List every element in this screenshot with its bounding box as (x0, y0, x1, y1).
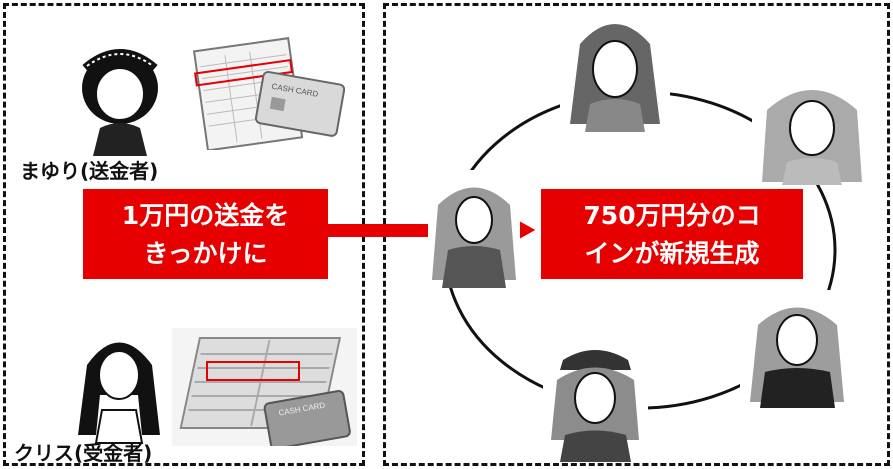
receiver-passbook-card: CASH CARD (172, 328, 357, 446)
left-callout: 1万円の送金を きっかけに (83, 189, 328, 279)
node-avatar-upper-right (752, 70, 872, 185)
node-avatar-lower-right (740, 290, 855, 408)
sender-label: まゆり(送金者) (20, 159, 159, 183)
receiver-avatar (78, 342, 160, 444)
node-avatar-left (428, 170, 520, 288)
sender-passbook-card: CASH CARD (192, 37, 345, 150)
right-callout-line2: インが新規生成 (584, 239, 760, 268)
node-avatar-bottom (543, 340, 648, 462)
left-callout-line1: 1万円の送金を (121, 201, 290, 230)
right-callout: 750万円分のコ インが新規生成 (541, 189, 803, 279)
left-callout-line2: きっかけに (143, 239, 268, 268)
sender-avatar (82, 49, 158, 156)
right-callout-line1: 750万円分のコ (583, 201, 761, 230)
receiver-label: クリス(受金者) (14, 441, 153, 465)
node-avatar-top (560, 14, 670, 132)
